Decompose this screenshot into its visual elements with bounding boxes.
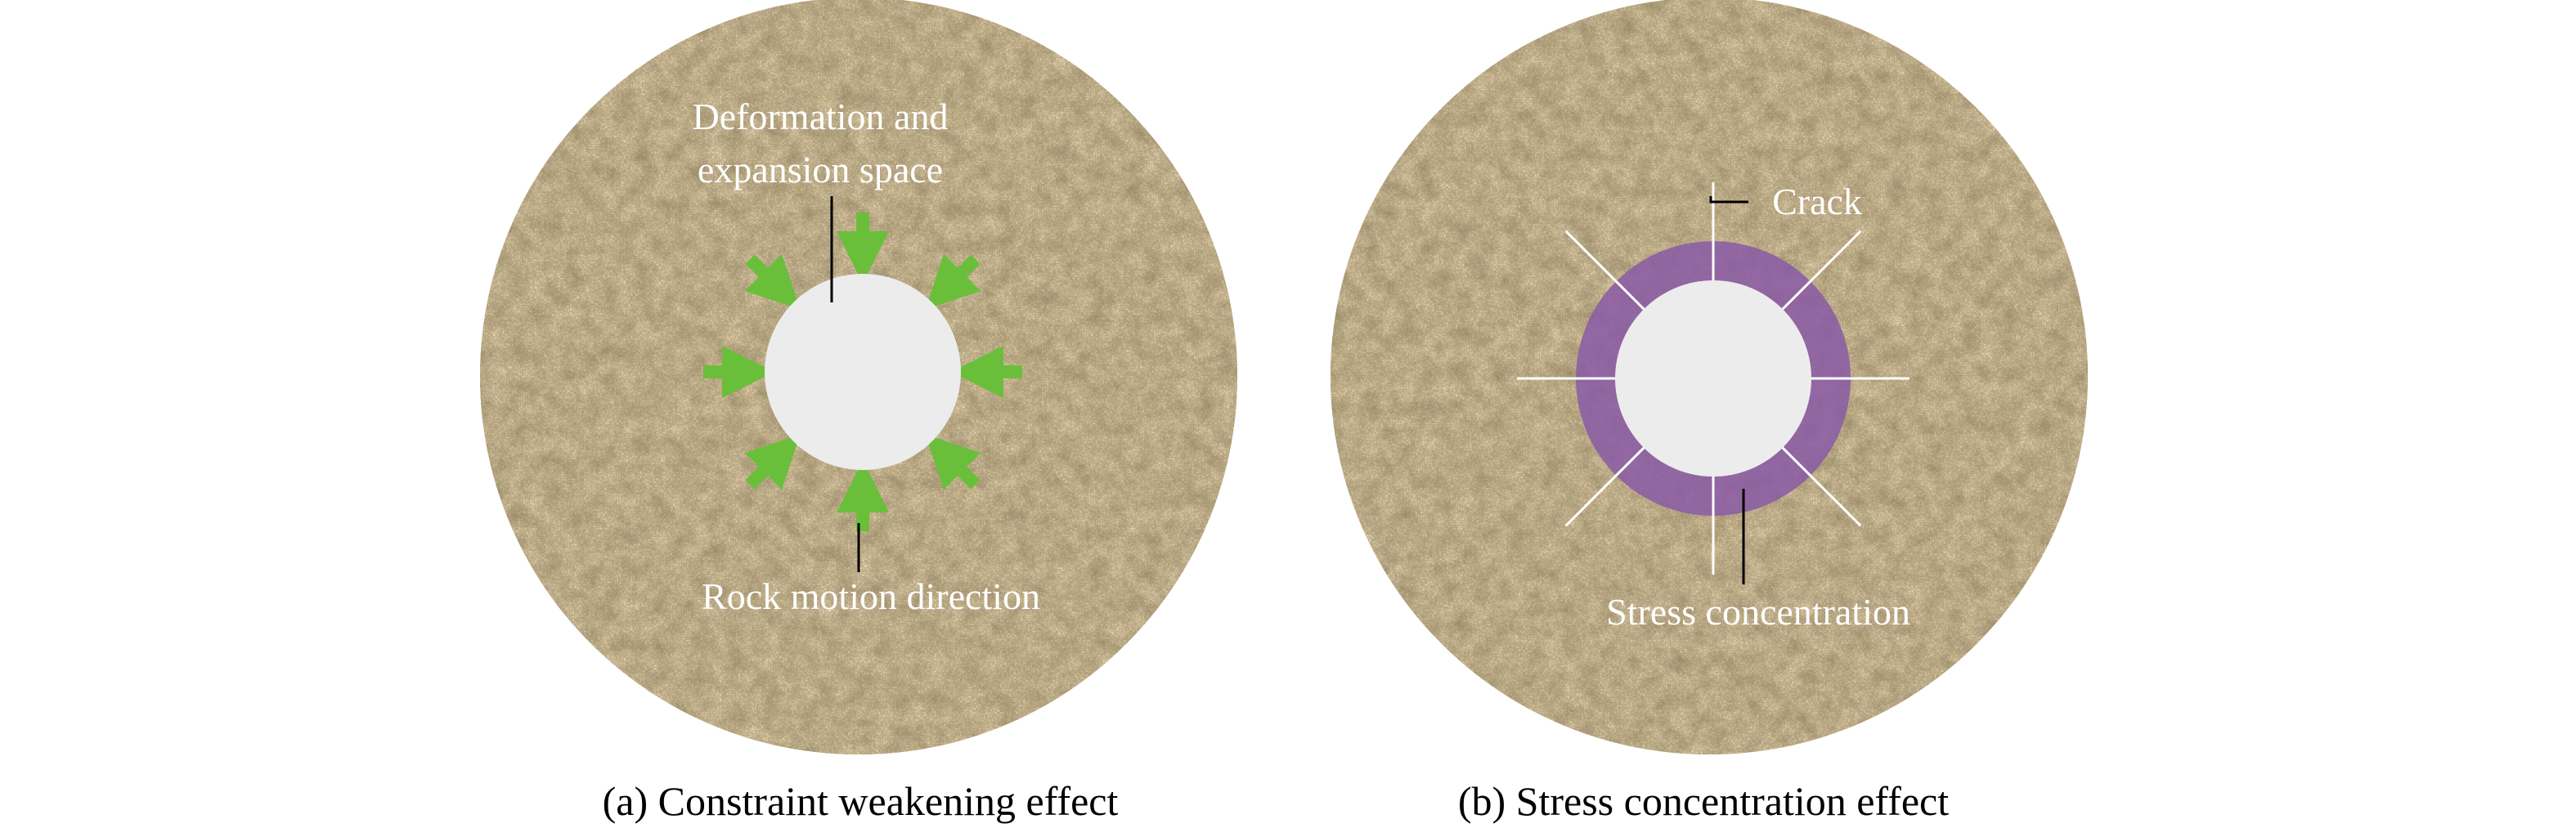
crack-line bbox=[1564, 444, 1648, 527]
green-arrow-icon bbox=[925, 434, 981, 490]
cracks bbox=[1517, 182, 1910, 575]
green-arrow-icon bbox=[925, 253, 981, 310]
label-deformation-line1: Deformation and bbox=[693, 96, 949, 137]
panel-b: Crack Stress concentration (b) Stress co… bbox=[1331, 0, 2088, 824]
label-rock-motion: Rock motion direction bbox=[702, 575, 1040, 617]
panel-a: Deformation and expansion space Rock mot… bbox=[480, 0, 1237, 824]
borehole-b bbox=[1615, 280, 1811, 477]
crack-line bbox=[1779, 444, 1862, 527]
label-deformation-line2: expansion space bbox=[698, 149, 943, 190]
green-arrow-icon bbox=[744, 253, 801, 310]
label-stress-concentration: Stress concentration bbox=[1606, 591, 1910, 633]
leader-line-crack bbox=[1709, 196, 1748, 204]
green-arrow-icon bbox=[744, 434, 801, 490]
caption-b: (b) Stress concentration effect bbox=[1458, 778, 1949, 824]
crack-line bbox=[1564, 230, 1648, 313]
motion-arrows bbox=[703, 213, 1022, 531]
borehole-a bbox=[765, 274, 961, 470]
caption-a: (a) Constraint weakening effect bbox=[603, 778, 1119, 824]
crack-line bbox=[1779, 230, 1862, 313]
label-crack: Crack bbox=[1772, 181, 1862, 222]
